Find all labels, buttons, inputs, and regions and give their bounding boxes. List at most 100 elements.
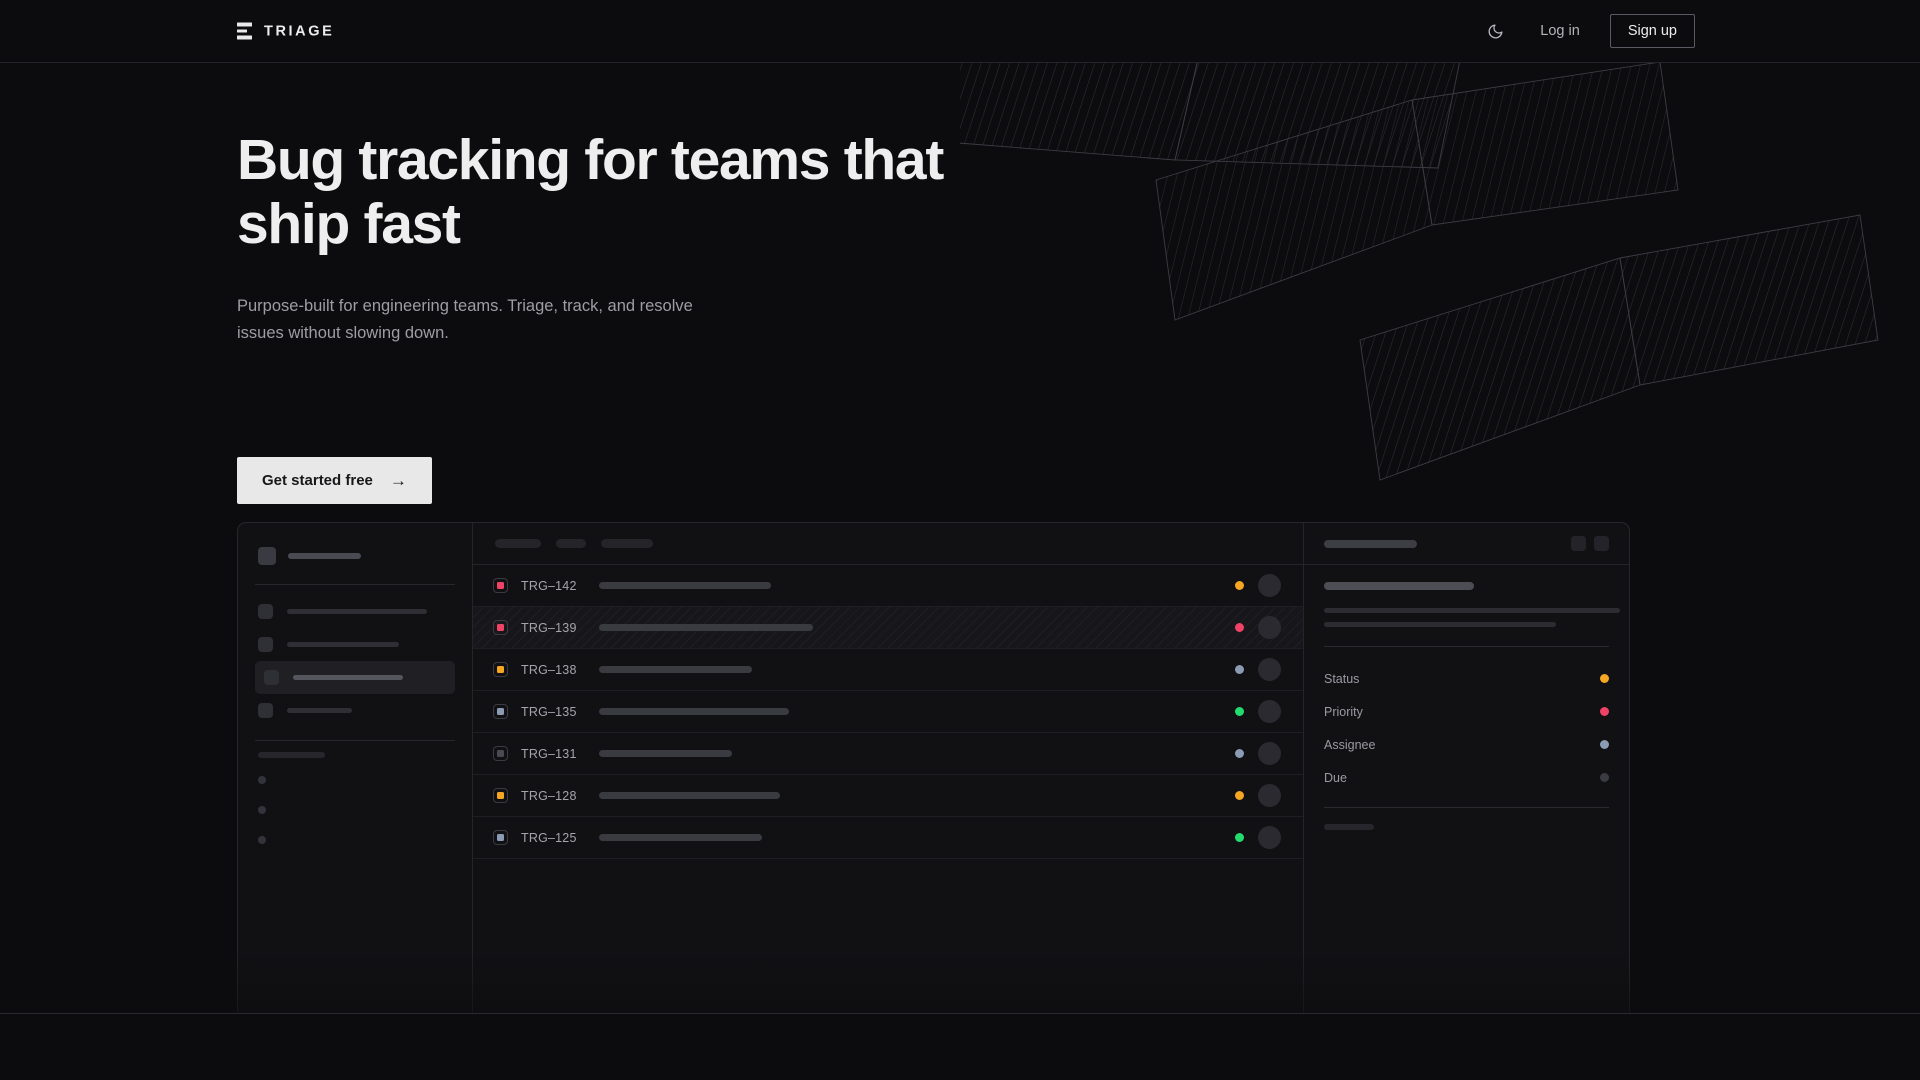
detail-field-label: Assignee (1324, 737, 1376, 752)
striped-panels-graphic (960, 40, 1879, 481)
detail-description-placeholder (1324, 608, 1620, 627)
table-row[interactable]: TRG–125 (473, 817, 1303, 859)
workspace-square-icon (258, 547, 276, 565)
issue-title-placeholder (599, 834, 762, 841)
issue-key: TRG–125 (521, 830, 577, 845)
toolbar-control-2[interactable] (601, 539, 653, 548)
table-row[interactable]: TRG–128 (473, 775, 1303, 817)
detail-title-placeholder (1324, 539, 1417, 548)
cta-label: Get started free (262, 472, 373, 489)
issue-key: TRG–138 (521, 662, 577, 677)
brand-name: TRIAGE (264, 23, 335, 39)
sidebar-sub-item-2[interactable] (255, 825, 455, 855)
site-header: TRIAGE Log in Sign up (0, 0, 1920, 63)
issue-title-placeholder (599, 582, 771, 589)
sidebar-sub-item-1[interactable] (255, 795, 455, 825)
avatar (1258, 700, 1281, 723)
triage-bars-logo-icon (237, 22, 252, 40)
status-badge (1235, 833, 1244, 842)
detail-field-status[interactable]: Status (1324, 662, 1609, 695)
avatar (1258, 574, 1281, 597)
detail-header (1304, 523, 1629, 565)
detail-field-label: Status (1324, 671, 1360, 686)
avatar (1258, 616, 1281, 639)
sidebar-item-label-placeholder (293, 674, 403, 681)
table-row[interactable]: TRG–135 (473, 691, 1303, 733)
status-badge (1235, 749, 1244, 758)
nav-dot-icon (264, 670, 279, 685)
sidebar-item-label-placeholder (287, 608, 427, 615)
issue-list-empty-space (473, 859, 1303, 1014)
hero-decoration (960, 40, 1920, 510)
detail-action-1-icon[interactable] (1571, 536, 1586, 551)
priority-indicator-icon (493, 830, 508, 845)
header-nav: Log in Sign up (1480, 14, 1695, 48)
sidebar-item-2[interactable] (255, 661, 455, 694)
sidebar-item-1[interactable] (255, 628, 455, 661)
table-row[interactable]: TRG–138 (473, 649, 1303, 691)
table-row[interactable]: TRG–139 (473, 607, 1303, 649)
toolbar-control-1[interactable] (556, 539, 586, 548)
detail-field-value-dot (1600, 674, 1609, 683)
table-row[interactable]: TRG–131 (473, 733, 1303, 775)
workspace-name-placeholder (288, 553, 361, 559)
sidebar-sub-item-0[interactable] (255, 765, 455, 795)
detail-comments-label (1324, 824, 1374, 830)
issue-key: TRG–128 (521, 788, 577, 803)
sidebar-divider (255, 584, 455, 585)
detail-header-actions (1571, 536, 1609, 551)
status-badge (1235, 581, 1244, 590)
moon-icon[interactable] (1480, 16, 1510, 46)
detail-field-value-dot (1600, 773, 1609, 782)
issue-row-meta (1217, 742, 1281, 765)
sub-item-dot-icon (258, 836, 266, 844)
detail-field-priority[interactable]: Priority (1324, 695, 1609, 728)
detail-divider (1324, 646, 1609, 647)
issue-title-placeholder (599, 666, 752, 673)
detail-field-value-dot (1600, 707, 1609, 716)
toolbar-control-0[interactable] (495, 539, 541, 548)
detail-action-2-icon[interactable] (1594, 536, 1609, 551)
detail-field-label: Due (1324, 770, 1347, 785)
login-link[interactable]: Log in (1540, 23, 1580, 39)
workspace-switcher[interactable] (255, 541, 455, 571)
list-item (1324, 846, 1609, 874)
detail-text-line-0 (1324, 608, 1620, 613)
status-badge (1235, 791, 1244, 800)
detail-issue-heading-placeholder (1324, 582, 1474, 590)
sidebar-item-3[interactable] (255, 694, 455, 727)
issue-row-meta (1217, 658, 1281, 681)
issue-key: TRG–139 (521, 620, 577, 635)
get-started-button[interactable]: Get started free → (237, 457, 432, 504)
brand-logo[interactable]: TRIAGE (237, 22, 335, 40)
detail-field-label: Priority (1324, 704, 1363, 719)
table-row[interactable]: TRG–142 (473, 565, 1303, 607)
issue-title-placeholder (599, 750, 732, 757)
avatar (1258, 784, 1281, 807)
avatar (1258, 742, 1281, 765)
hero-subtitle: Purpose-built for engineering teams. Tri… (237, 297, 693, 342)
page-title: Bug tracking for teams that ship fast (237, 128, 944, 256)
issue-key: TRG–135 (521, 704, 577, 719)
avatar (1258, 658, 1281, 681)
sub-item-dot-icon (258, 806, 266, 814)
detail-field-due[interactable]: Due (1324, 761, 1609, 794)
list-item (1324, 874, 1609, 902)
signup-button[interactable]: Sign up (1609, 14, 1695, 48)
issue-title-placeholder (599, 708, 789, 715)
issue-title-placeholder (599, 792, 780, 799)
sidebar-nav (255, 595, 455, 727)
issue-row-meta (1217, 616, 1281, 639)
avatar (1258, 826, 1281, 849)
sidebar-item-0[interactable] (255, 595, 455, 628)
detail-field-assignee[interactable]: Assignee (1324, 728, 1609, 761)
issue-list-toolbar (473, 523, 1303, 565)
status-badge (1235, 623, 1244, 632)
priority-indicator-icon (493, 746, 508, 761)
priority-indicator-icon (493, 788, 508, 803)
issue-key: TRG–131 (521, 746, 577, 761)
